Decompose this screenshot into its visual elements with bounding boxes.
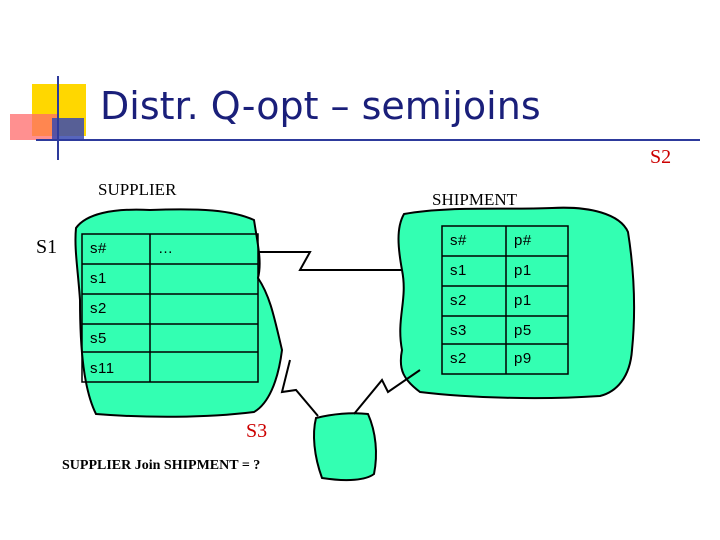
join-query: SUPPLIER Join SHIPMENT = ? [62,458,260,474]
shipment-row-4-p: p9 [514,350,532,367]
shipment-table-name: SHIPMENT [432,190,517,210]
slide-title: Distr. Q-opt – semijoins [100,84,541,128]
site-label-s3: S3 [246,420,267,443]
shipment-row-1-p: p1 [514,262,532,279]
shipment-row-2-p: p1 [514,292,532,309]
shipment-row-3-p: p5 [514,322,532,339]
link-s2-s3 [354,370,420,414]
site-s3-blob [314,413,376,480]
shipment-row-3-s: s3 [450,322,467,339]
site-label-s2: S2 [650,146,671,169]
link-s1-s2 [258,252,402,270]
link-s1-s3 [282,360,318,416]
supplier-table-name: SUPPLIER [98,180,176,200]
supplier-header-snum: s# [90,240,107,257]
site-label-s1: S1 [36,236,57,259]
supplier-header-rest: … [158,240,174,257]
shipment-row-2-s: s2 [450,292,467,309]
shipment-header-pnum: p# [514,232,532,249]
shipment-row-4-s: s2 [450,350,467,367]
supplier-row-1: s1 [90,270,107,287]
shipment-header-snum: s# [450,232,467,249]
supplier-row-2: s2 [90,300,107,317]
supplier-row-3: s5 [90,330,107,347]
supplier-row-4: s11 [90,360,115,377]
shipment-row-1-s: s1 [450,262,467,279]
